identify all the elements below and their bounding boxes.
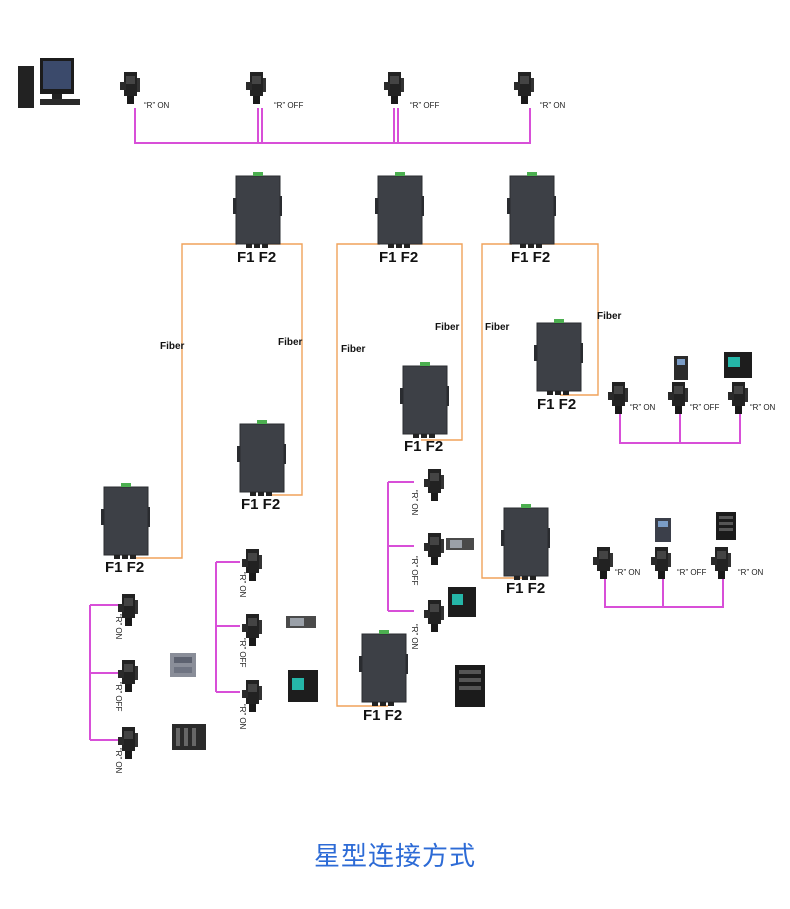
r-label-g3b-2: “R” OFF [690,403,719,412]
r-label-g3a-3: “R” ON [738,568,764,577]
f1f2-label-g2b: F1 F2 [404,438,443,455]
r-label-g2b-3: “R” ON [410,624,419,650]
server-icon-g2a [455,665,485,707]
diagram-caption: 星型连接方式 [313,842,476,872]
drive-icon-g1b [286,616,316,628]
f1f2-label-g1a: F1 F2 [105,559,144,576]
fiber-converter-icon-top-1 [232,171,283,249]
f1f2-label-g2a: F1 F2 [363,707,402,724]
dp-connector-g3a-3 [711,547,731,579]
top-bus-line [134,108,531,144]
dp-connector-g2b-3 [424,600,444,632]
fiber-line-group-3 [481,243,599,579]
dp-connector-g2b-1 [424,469,444,501]
dp-connector-1 [120,72,140,104]
fiber-converter-icon-g1a [100,482,151,560]
fiber-label-2: Fiber [278,337,303,348]
r-label-g2b-1: “R” ON [410,490,419,516]
fiber-converter-icon-top-3 [506,171,557,249]
dp-connector-4 [514,72,534,104]
f1f2-label-top-2: F1 F2 [379,249,418,266]
r-label-g1b-1: “R” ON [238,572,247,598]
plc-icon [172,724,206,750]
top-r-label-1: “R” ON [144,101,170,110]
hmi-icon-g2b [448,587,476,617]
dp-connector-3 [384,72,404,104]
hmi-icon-g1b [288,670,318,702]
bus-line-g2b [387,481,414,612]
drive-icon-g2b [446,538,474,550]
fiber-converter-icon-g1b [236,419,287,497]
r-label-g1a-3: “R” ON [114,748,123,774]
r-label-g1b-3: “R” ON [238,704,247,730]
r-label-g3a-1: “R” ON [615,568,641,577]
fiber-label-3: Fiber [341,344,366,355]
fiber-converter-icon-top-2 [374,171,425,249]
hmi-icon-g3b [724,352,752,378]
fiber-label-6: Fiber [597,311,622,322]
f1f2-label-g3b: F1 F2 [537,396,576,413]
drive-icon-g3a [655,518,671,542]
fiber-label-4: Fiber [435,322,460,333]
f1f2-label-g1b: F1 F2 [241,496,280,513]
fiber-converter-icon-g3a [500,503,551,581]
r-label-g3b-1: “R” ON [630,403,656,412]
r-label-g2b-2: “R” OFF [410,556,419,585]
bus-line-g3b [619,410,741,444]
bus-line-g3a [604,575,724,608]
dp-connector-g3a-1 [593,547,613,579]
f1f2-label-top-3: F1 F2 [511,249,550,266]
dp-connector-g2b-2 [424,533,444,565]
dp-connector-g3b-3 [728,382,748,414]
f1f2-label-g3a: F1 F2 [506,580,545,597]
f1f2-label-top-1: F1 F2 [237,249,276,266]
r-label-g1a-1: “R” ON [114,614,123,640]
fiber-converter-icon-g3b [533,318,584,396]
dp-connector-g3b-2 [668,382,688,414]
server-icon-g3a [716,512,736,540]
pc-icon [18,58,80,108]
dp-connector-g3b-1 [608,382,628,414]
r-label-g1a-2: “R” OFF [114,682,123,711]
io-module-icon [170,653,196,677]
fiber-line-group-1 [131,243,303,559]
dp-connector-g3a-2 [651,547,671,579]
top-r-label-4: “R” ON [540,101,566,110]
r-label-g3b-3: “R” ON [750,403,776,412]
fiber-label-1: Fiber [160,341,185,352]
r-label-g1b-2: “R” OFF [238,638,247,667]
fiber-line-group-2 [336,243,463,707]
drive-icon-g3b [674,356,688,380]
fiber-label-5: Fiber [485,322,510,333]
dp-connector-2 [246,72,266,104]
r-label-g3a-2: “R” OFF [677,568,706,577]
fiber-converter-icon-g2a [358,629,409,707]
bus-line-g1b [215,561,240,693]
top-r-label-2: “R” OFF [274,101,303,110]
fiber-converter-icon-g2b [399,361,450,439]
top-r-label-3: “R” OFF [410,101,439,110]
bus-line-g1a [89,604,118,741]
